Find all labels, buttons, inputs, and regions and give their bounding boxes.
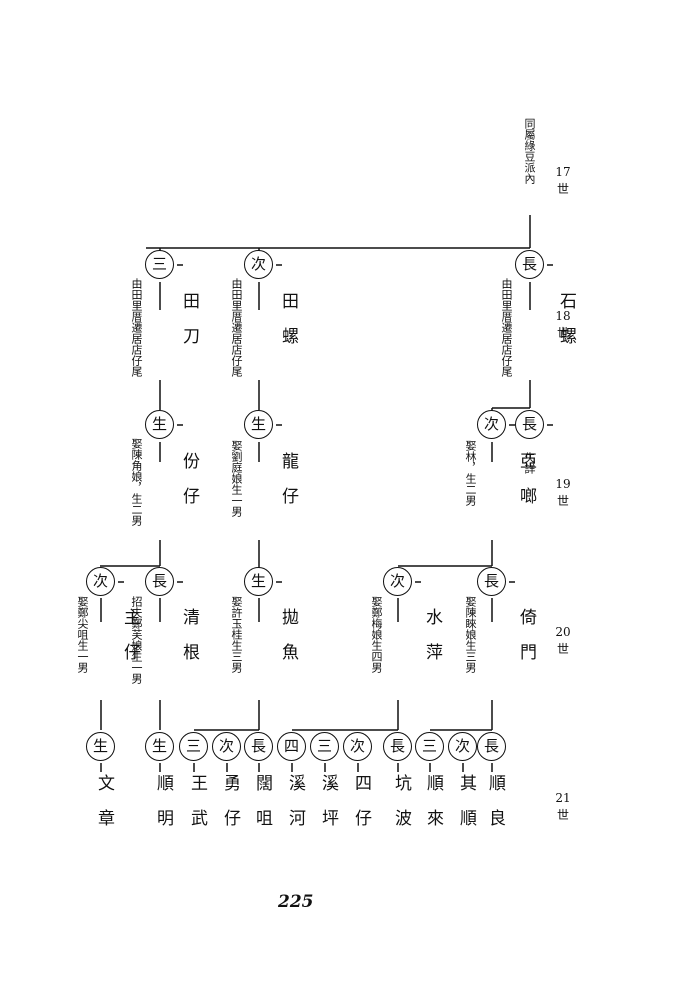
order-circle: 長 (477, 567, 506, 596)
person-name: 份仔 (179, 452, 199, 522)
person-note: 由田里厝遷居店仔尾 (500, 278, 513, 377)
person-name: 拋魚 (278, 608, 298, 678)
order-circle: 生 (145, 732, 174, 761)
person-name: 四仔 (351, 774, 371, 844)
person-name: 龍仔 (278, 452, 298, 522)
person-note: 招夫鄭芙娘生一男 (130, 596, 143, 684)
order-circle: 次 (343, 732, 372, 761)
order-circle: 長 (477, 732, 506, 761)
person-note: 娶林，生二男 (464, 440, 477, 506)
order-circle: 三 (179, 732, 208, 761)
person-note: 由田里厝遷居店仔尾 (130, 278, 143, 377)
person-name: 順來 (423, 774, 443, 844)
order-circle: 次 (383, 567, 412, 596)
person-name: 石螺 (556, 292, 576, 362)
person-name: 溪坪 (318, 774, 338, 844)
order-circle: 次 (86, 567, 115, 596)
order-circle: 次 (448, 732, 477, 761)
person-note: 由田里厝遷居店仔尾 (230, 278, 243, 377)
person-name: 順明 (153, 774, 173, 844)
person-note: 娶陳角娘，生二男 (130, 438, 143, 526)
person-name: 亞啷 (516, 452, 536, 522)
page-number: 225 (278, 892, 314, 912)
order-circle: 長 (383, 732, 412, 761)
order-circle: 三 (310, 732, 339, 761)
person-name: 闊咀 (252, 774, 272, 844)
person-name: 水萍 (422, 608, 442, 678)
person-name: 倚門 (516, 608, 536, 678)
header-note: 同屬綠豆派內 (523, 118, 536, 184)
person-name: 主仔 (120, 608, 140, 678)
order-circle: 長 (145, 567, 174, 596)
order-circle: 次 (477, 410, 506, 439)
person-name: 文章 (94, 774, 114, 844)
person-name: 坑波 (391, 774, 411, 844)
person-note: 失詳 (523, 452, 536, 474)
person-name: 順良 (485, 774, 505, 844)
order-circle: 生 (86, 732, 115, 761)
person-note: 娶鄭尖咀生一男 (76, 596, 89, 673)
person-note: 娶鄭梅娘生四男 (370, 596, 383, 673)
person-note: 娶劉庭娘生一男 (230, 440, 243, 517)
person-name: 田螺 (278, 292, 298, 362)
person-note: 娶陳睞娘生三男 (464, 596, 477, 673)
person-name: 勇仔 (220, 774, 240, 844)
person-name: 田刀 (179, 292, 199, 362)
person-name: 溪河 (285, 774, 305, 844)
order-circle: 次 (244, 250, 273, 279)
order-circle: 長 (244, 732, 273, 761)
person-name: 其順 (456, 774, 476, 844)
order-circle: 生 (244, 567, 273, 596)
order-circle: 生 (145, 410, 174, 439)
order-circle: 次 (212, 732, 241, 761)
person-note: 娶許玉桂生三男 (230, 596, 243, 673)
order-circle: 三 (415, 732, 444, 761)
order-circle: 長 (515, 250, 544, 279)
order-circle: 三 (145, 250, 174, 279)
order-circle: 四 (277, 732, 306, 761)
order-circle: 生 (244, 410, 273, 439)
person-name: 清根 (179, 608, 199, 678)
order-circle: 長 (515, 410, 544, 439)
person-name: 王武 (187, 774, 207, 844)
